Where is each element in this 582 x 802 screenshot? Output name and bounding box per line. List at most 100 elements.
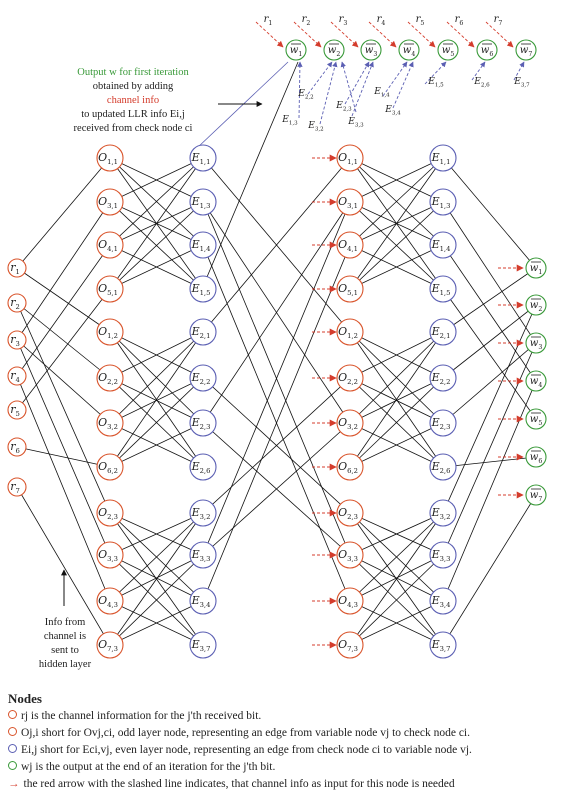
svg-text:E3,7: E3,7 — [431, 638, 451, 653]
top-llr-label: E2,3 — [335, 101, 352, 113]
svg-text:E3,4: E3,4 — [431, 594, 451, 609]
channel-annotation-line4: hidden layer — [38, 659, 92, 670]
arrow-right-icon: → — [8, 778, 20, 790]
top-llr-label: E1,4 — [373, 87, 390, 99]
odd-node: O6,2 — [96, 453, 124, 481]
even-node-right: E1,3 — [429, 188, 457, 216]
svg-text:O1,1: O1,1 — [338, 151, 358, 166]
odd-node-circle — [96, 364, 124, 392]
even-node-circle — [189, 275, 217, 303]
svg-text:O4,3: O4,3 — [338, 594, 358, 609]
odd-node: O3,2 — [96, 409, 124, 437]
edge-r-to-odd — [16, 288, 111, 411]
top-llr-label: E2,6 — [473, 77, 490, 89]
top-llr-label: E2,2 — [297, 89, 313, 101]
odd-node-circle — [96, 188, 124, 216]
svg-text:r3: r3 — [10, 333, 20, 348]
edge-r-to-odd — [16, 201, 111, 341]
even-node-right: E3,7 — [429, 631, 457, 659]
output-node-circle — [525, 332, 547, 354]
output-annotation-line5: received from check node ci — [73, 123, 193, 134]
top-output-node: w4 — [398, 39, 420, 61]
edge-even-to-odd — [202, 244, 351, 602]
even-node-right: E2,3 — [429, 409, 457, 437]
even-node-right: E1,5 — [429, 275, 457, 303]
odd-node: O4,3 — [96, 587, 124, 615]
svg-text:E1,3: E1,3 — [191, 195, 211, 210]
r-node: r2 — [7, 293, 27, 313]
legend-item-arrow: →the red arrow with the slashed line ind… — [8, 776, 580, 793]
legend-item-arrow-text: the red arrow with the slashed line indi… — [23, 778, 455, 790]
svg-text:w4: w4 — [403, 45, 416, 58]
edge-even-to-output — [442, 201, 537, 344]
svg-text:E1,1: E1,1 — [191, 151, 211, 166]
top-output-node-circle — [515, 39, 537, 61]
svg-text:O3,1: O3,1 — [98, 195, 118, 210]
top-channel-label: r6 — [455, 14, 464, 27]
output-node: w1 — [525, 257, 547, 279]
edge-odd-to-even — [349, 331, 444, 424]
even-node-right-circle — [429, 587, 457, 615]
edge-odd-to-even — [109, 157, 204, 246]
odd-node: O7,3 — [96, 631, 124, 659]
circle-icon — [8, 761, 17, 770]
svg-text:O7,3: O7,3 — [338, 638, 358, 653]
r-node-circle — [7, 293, 27, 313]
legend-item-w-text: wj is the output at the end of an iterat… — [21, 761, 276, 773]
top-llr-label: E3,4 — [384, 105, 401, 117]
top-output-node-circle — [323, 39, 345, 61]
odd-node-circle — [96, 499, 124, 527]
odd-node: O3,1 — [96, 188, 124, 216]
r-node-circle — [7, 437, 27, 457]
edge-odd-to-even — [349, 201, 444, 290]
channel-arrow — [330, 21, 359, 48]
svg-text:E1,5: E1,5 — [191, 282, 211, 297]
top-output-node-circle — [398, 39, 420, 61]
svg-text:O4,3: O4,3 — [98, 594, 118, 609]
odd-node: O2,3 — [96, 499, 124, 527]
edge-layer — [16, 61, 537, 646]
edge-r-to-odd — [16, 244, 111, 377]
svg-text:E2,1: E2,1 — [431, 325, 451, 340]
edge-even-to-output — [442, 342, 537, 556]
top-output-node: w1 — [285, 39, 307, 61]
channel-arrow — [446, 21, 475, 48]
r-node: r3 — [7, 330, 27, 350]
svg-text:E3,3: E3,3 — [191, 548, 211, 563]
odd-node-circle — [96, 144, 124, 172]
edge-odd-to-even — [109, 157, 204, 203]
even-node: E3,7 — [189, 631, 217, 659]
output-annotation-line1: Output w for first iteration — [77, 67, 189, 78]
odd-node-right-circle — [336, 364, 364, 392]
svg-text:E3,2: E3,2 — [191, 506, 211, 521]
edge-even-to-odd — [202, 201, 351, 424]
edge-odd-to-even — [109, 377, 204, 468]
even-node-right: E3,2 — [429, 499, 457, 527]
legend-item-r: rj is the channel information for the j'… — [8, 708, 580, 725]
svg-text:w2: w2 — [328, 45, 341, 58]
r-node-circle — [7, 400, 27, 420]
svg-text:E2,2: E2,2 — [191, 371, 211, 386]
llr-arrow — [513, 61, 525, 81]
edge-odd-to-even — [349, 377, 444, 424]
top-llr-label: E1,5 — [427, 77, 444, 89]
svg-text:E2,3: E2,3 — [431, 416, 451, 431]
llr-arrow — [307, 61, 333, 95]
llr-arrow — [297, 61, 303, 119]
even-node-circle — [189, 409, 217, 437]
edge-r-to-odd — [16, 375, 111, 602]
svg-text:w4: w4 — [530, 376, 543, 389]
even-node-right-circle — [429, 318, 457, 346]
llr-arrow — [344, 61, 370, 105]
r-node: r5 — [7, 400, 27, 420]
llr-arrow — [392, 61, 414, 109]
even-node: E1,4 — [189, 231, 217, 259]
svg-text:E1,4: E1,4 — [431, 238, 451, 253]
edge-even-to-output — [442, 304, 537, 514]
even-node-right: E2,6 — [429, 453, 457, 481]
odd-node-right: O2,3 — [336, 499, 364, 527]
edge-even-to-odd — [202, 422, 351, 556]
top-output-node: w3 — [360, 39, 382, 61]
even-node-circle — [189, 364, 217, 392]
odd-node-right-circle — [336, 144, 364, 172]
